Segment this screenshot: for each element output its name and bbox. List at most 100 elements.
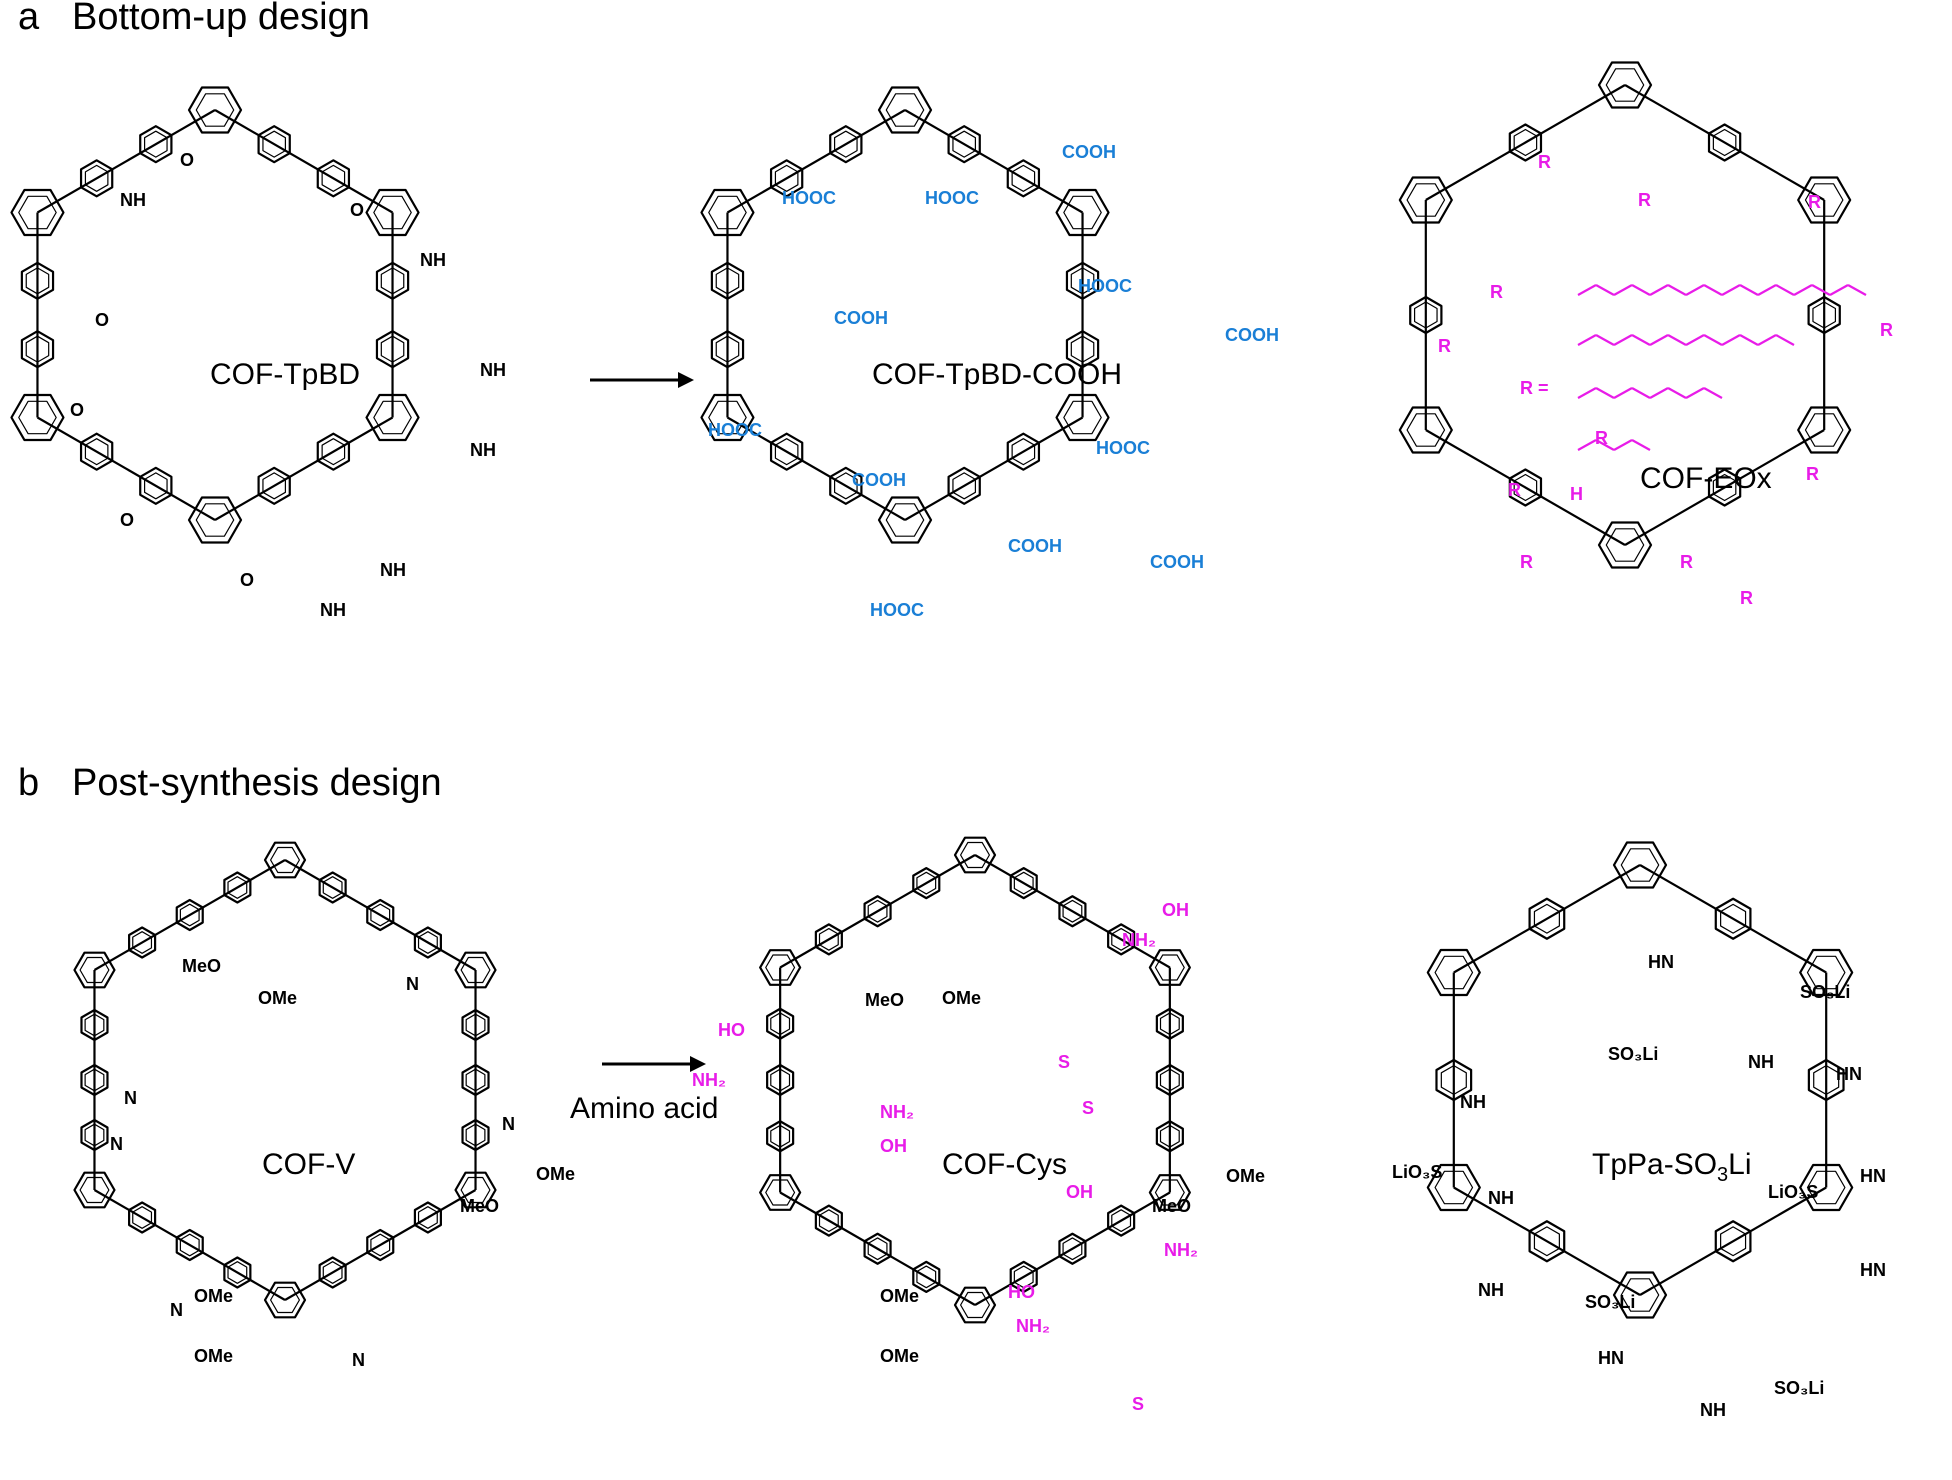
eo-chain	[1595, 284, 1615, 296]
cof-v-node	[73, 1171, 116, 1209]
cof-v-n: N	[170, 1300, 183, 1320]
eox-r: R	[1538, 152, 1551, 172]
eox-node-aromatic	[1804, 413, 1844, 447]
cof-v-node-aromatic	[79, 1176, 110, 1204]
tppa-backbone	[1453, 1186, 1641, 1296]
tpbd-group: O	[240, 570, 255, 590]
cof-cys-cysteine: NH₂	[1016, 1316, 1050, 1336]
eo-chain	[1613, 439, 1633, 451]
tppa-lio3s: LiO₃S	[1768, 1182, 1819, 1202]
tpbd-cooh-cooh: COOH	[1008, 536, 1062, 556]
eo-chain	[1721, 284, 1741, 296]
tpbd-cooh-node-aromatic	[885, 93, 925, 127]
cof-cys-ome: OMe	[880, 1286, 920, 1306]
tppa-amine: NH	[1748, 1052, 1774, 1072]
cof-cys-node-aromatic	[1154, 954, 1185, 981]
tppa-node-aromatic	[1434, 1170, 1474, 1205]
eox-r: R	[1880, 320, 1893, 340]
cof-cys-node	[1148, 1174, 1191, 1211]
panel-a-title: Bottom-up design	[72, 0, 370, 38]
tppa-amine: NH	[1700, 1400, 1726, 1420]
tppa-node	[1799, 1163, 1854, 1212]
tpbd-node-aromatic	[195, 503, 235, 537]
eo-chain	[1577, 334, 1597, 346]
cof-cys-cysteine: HO	[718, 1020, 745, 1040]
eox-r: R	[1490, 282, 1503, 302]
tppa-backbone	[1639, 864, 1827, 974]
cof-tpbd-cooh-label: COF-TpBD-COOH	[872, 358, 1122, 391]
tppa-tail: Li	[1728, 1148, 1752, 1181]
tpbd-node-aromatic	[373, 400, 412, 435]
tpbd-group: NH	[380, 560, 406, 580]
tpbd-node-aromatic	[195, 93, 235, 127]
cof-cys-cysteine: NH₂	[880, 1102, 914, 1122]
tpbd-group: O	[180, 150, 195, 170]
eo-chain	[1613, 334, 1633, 346]
cof-cys-node-aromatic	[1154, 1179, 1185, 1206]
cof-v-backbone	[284, 1189, 477, 1301]
eo-chain	[1577, 284, 1597, 296]
eo-chain	[1685, 334, 1705, 346]
cof-cys-cysteine: S	[1058, 1052, 1071, 1072]
eo-chain	[1793, 284, 1813, 296]
eox-backbone	[1425, 84, 1626, 201]
cof-cys-backbone	[779, 1191, 976, 1306]
eo-chain	[1811, 284, 1831, 296]
cof-v-n: N	[406, 974, 419, 994]
cof-v-ome: OMe	[536, 1164, 576, 1184]
tppa-node	[1612, 1271, 1668, 1319]
tpbd-node	[10, 188, 65, 237]
tpbd-cooh-backbone	[904, 109, 1084, 214]
panel-b-letter: b	[18, 762, 40, 804]
eox-r: R	[1520, 552, 1533, 572]
tpbd-cooh-hooc: HOOC	[925, 188, 979, 208]
cof-cys-node	[953, 836, 997, 874]
eox-r: R	[1680, 552, 1693, 572]
tpbd-cooh-node-aromatic	[1063, 400, 1102, 435]
tpbd-group: NH	[120, 190, 146, 210]
cof-cys-cysteine: NH₂	[1122, 930, 1156, 950]
cof-v-node-aromatic	[460, 956, 491, 984]
eox-backbone	[1624, 429, 1825, 546]
eo-chain	[1577, 387, 1597, 399]
eo-chain	[1757, 334, 1777, 346]
eo-chain	[1739, 334, 1759, 346]
cof-cys-backbone	[974, 1191, 1171, 1306]
tppa-so3li: SO₃Li	[1774, 1378, 1825, 1398]
tppa-so3li: SO₃Li	[1608, 1044, 1659, 1064]
cof-v-ome: OMe	[258, 988, 298, 1008]
cof-v-ome: OMe	[194, 1286, 234, 1306]
eo-chain	[1703, 387, 1723, 399]
cof-eox-label: COF-EOx	[1640, 462, 1772, 495]
cof-v-n: N	[352, 1350, 365, 1370]
tppa-node	[1426, 948, 1481, 997]
tppa-node-aromatic	[1434, 955, 1474, 990]
tpbd-node	[365, 188, 420, 237]
tppa-node-aromatic	[1620, 848, 1660, 882]
tpbd-group: NH	[320, 600, 346, 620]
tpbd-cooh-hooc: HOOC	[1078, 276, 1132, 296]
tppa-node	[1799, 948, 1854, 997]
tpbd-node	[187, 496, 243, 544]
eo-chain	[1685, 387, 1705, 399]
eo-chain	[1649, 387, 1669, 399]
cof-cys-node	[953, 1286, 997, 1324]
cof-v-node-aromatic	[79, 956, 110, 984]
eo-chain	[1667, 334, 1687, 346]
cof-cys-cysteine: NH₂	[692, 1070, 726, 1090]
tpbd-group: O	[350, 200, 365, 220]
cof-cys-cysteine: HO	[1008, 1282, 1035, 1302]
tpbd-node-aromatic	[18, 400, 57, 435]
tpbd-cooh-cooh: COOH	[1150, 552, 1204, 572]
tpbd-cooh-cooh: COOH	[1062, 142, 1116, 162]
cof-cys-backbone	[974, 854, 1171, 969]
cof-cys-node-aromatic	[959, 1291, 991, 1319]
tppa-amine: HN	[1648, 952, 1674, 972]
tpbd-cooh-node-aromatic	[708, 195, 747, 230]
tppa-sub: 3	[1717, 1164, 1729, 1186]
eox-node-aromatic	[1406, 183, 1446, 217]
tpbd-cooh-node	[700, 188, 755, 237]
tppa-node-aromatic	[1620, 1278, 1660, 1312]
eo-chain	[1829, 284, 1849, 296]
